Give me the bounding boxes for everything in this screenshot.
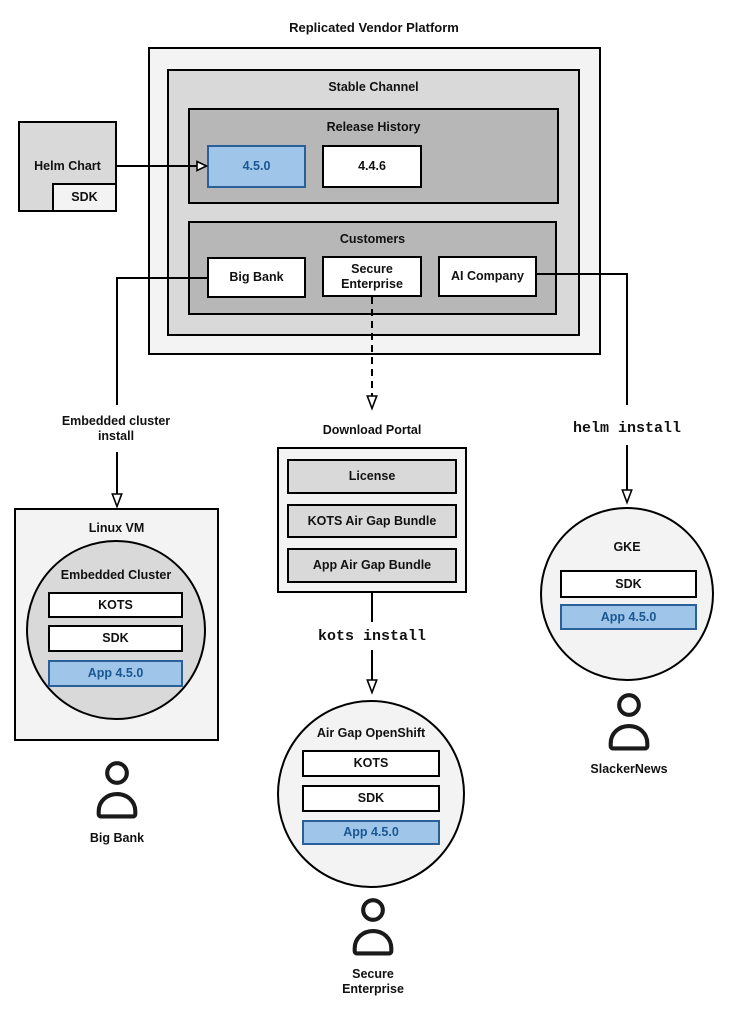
app-version-box: App 4.5.0 xyxy=(302,820,440,845)
arrowhead-down xyxy=(366,679,378,695)
kots-install-command: kots install xyxy=(317,628,427,645)
helm-chart-sdk-box: SDK xyxy=(52,183,117,212)
kots-airgap-bundle-box: KOTS Air Gap Bundle xyxy=(287,504,457,538)
user-slackernews-label: SlackerNews xyxy=(590,762,668,776)
user-icon xyxy=(352,898,394,956)
kots-box: KOTS xyxy=(48,592,183,618)
stable-channel-title: Stable Channel xyxy=(328,80,419,94)
app-airgap-bundle-box: App Air Gap Bundle xyxy=(287,548,457,583)
helm-chart-label: Helm Chart xyxy=(34,159,101,173)
customer-ai-company-box: AI Company xyxy=(438,256,537,297)
air-gap-openshift-title: Air Gap OpenShift xyxy=(316,726,426,740)
app-version-box: App 4.5.0 xyxy=(560,604,697,630)
arrowhead-down xyxy=(621,489,633,505)
arrowhead-down xyxy=(366,395,378,411)
linux-vm-title: Linux VM xyxy=(88,521,145,535)
release-446-box: 4.4.6 xyxy=(322,145,422,188)
air-gap-openshift-circle: Air Gap OpenShift KOTS SDK App 4.5.0 xyxy=(277,700,465,888)
release-450-box: 4.5.0 xyxy=(207,145,306,188)
user-icon xyxy=(608,693,650,751)
release-history-box: Release History 4.5.0 4.4.6 xyxy=(188,108,559,204)
download-portal-title: Download Portal xyxy=(322,423,422,437)
customers-box: Customers Big Bank Secure Enterprise AI … xyxy=(188,221,557,315)
diagram-title: Replicated Vendor Platform xyxy=(289,20,459,35)
embedded-cluster-title: Embedded Cluster xyxy=(60,568,172,582)
stable-channel-box: Stable Channel Release History 4.5.0 4.4… xyxy=(167,69,580,336)
user-big-bank-label: Big Bank xyxy=(89,831,145,845)
kots-box: KOTS xyxy=(302,750,440,777)
linux-vm-box: Linux VM Embedded Cluster KOTS SDK App 4… xyxy=(14,508,219,741)
embedded-cluster-circle: Embedded Cluster KOTS SDK App 4.5.0 xyxy=(26,540,206,720)
license-box: License xyxy=(287,459,457,494)
sdk-box: SDK xyxy=(48,625,183,652)
customer-big-bank-box: Big Bank xyxy=(207,257,306,298)
embedded-install-label: Embedded cluster install xyxy=(61,414,171,443)
user-secure-enterprise-label: Secure Enterprise xyxy=(342,967,404,996)
sdk-box: SDK xyxy=(302,785,440,812)
arrowhead-down xyxy=(111,493,123,509)
sdk-box: SDK xyxy=(560,570,697,598)
vendor-platform-box: Stable Channel Release History 4.5.0 4.4… xyxy=(148,47,601,355)
gke-circle: GKE SDK App 4.5.0 xyxy=(540,507,714,681)
user-icon xyxy=(96,761,138,819)
customers-title: Customers xyxy=(339,232,406,246)
download-portal-box: License KOTS Air Gap Bundle App Air Gap … xyxy=(277,447,467,593)
helm-chart-box: Helm Chart SDK xyxy=(18,121,117,212)
customer-secure-enterprise-box: Secure Enterprise xyxy=(322,256,422,297)
helm-install-command: helm install xyxy=(572,420,682,437)
release-history-title: Release History xyxy=(326,120,421,134)
app-version-box: App 4.5.0 xyxy=(48,660,183,687)
gke-title: GKE xyxy=(613,540,641,554)
